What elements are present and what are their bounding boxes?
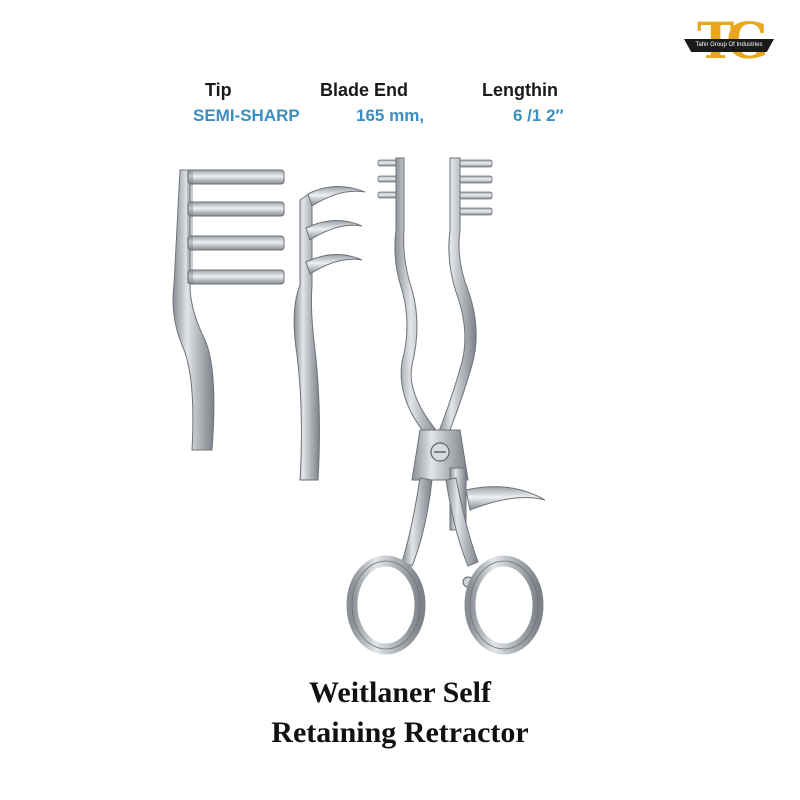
spec-value-tip: SEMI-SHARP bbox=[193, 106, 300, 125]
spec-header-blade-end: Blade End bbox=[320, 80, 409, 100]
spec-header-tip: Tip bbox=[205, 80, 232, 100]
product-title-line2: Retaining Retractor bbox=[271, 716, 529, 749]
spec-header-length: Lengthin bbox=[482, 80, 558, 100]
blade-detail-side bbox=[293, 186, 366, 481]
spec-value-blade-end: 165 mm, bbox=[356, 106, 425, 125]
product-title-line1: Weitlaner Self bbox=[309, 676, 491, 709]
retractor-instrument bbox=[346, 157, 546, 655]
brand-logo: TG Tahir Group Of Industries bbox=[684, 12, 774, 82]
logo-band bbox=[684, 39, 774, 52]
retractor-illustration bbox=[172, 157, 546, 655]
spec-value-length: 6 /1 2″ bbox=[513, 106, 564, 125]
blade-detail-large bbox=[172, 169, 285, 451]
logo-tagline: Tahir Group Of Industries bbox=[695, 42, 763, 48]
